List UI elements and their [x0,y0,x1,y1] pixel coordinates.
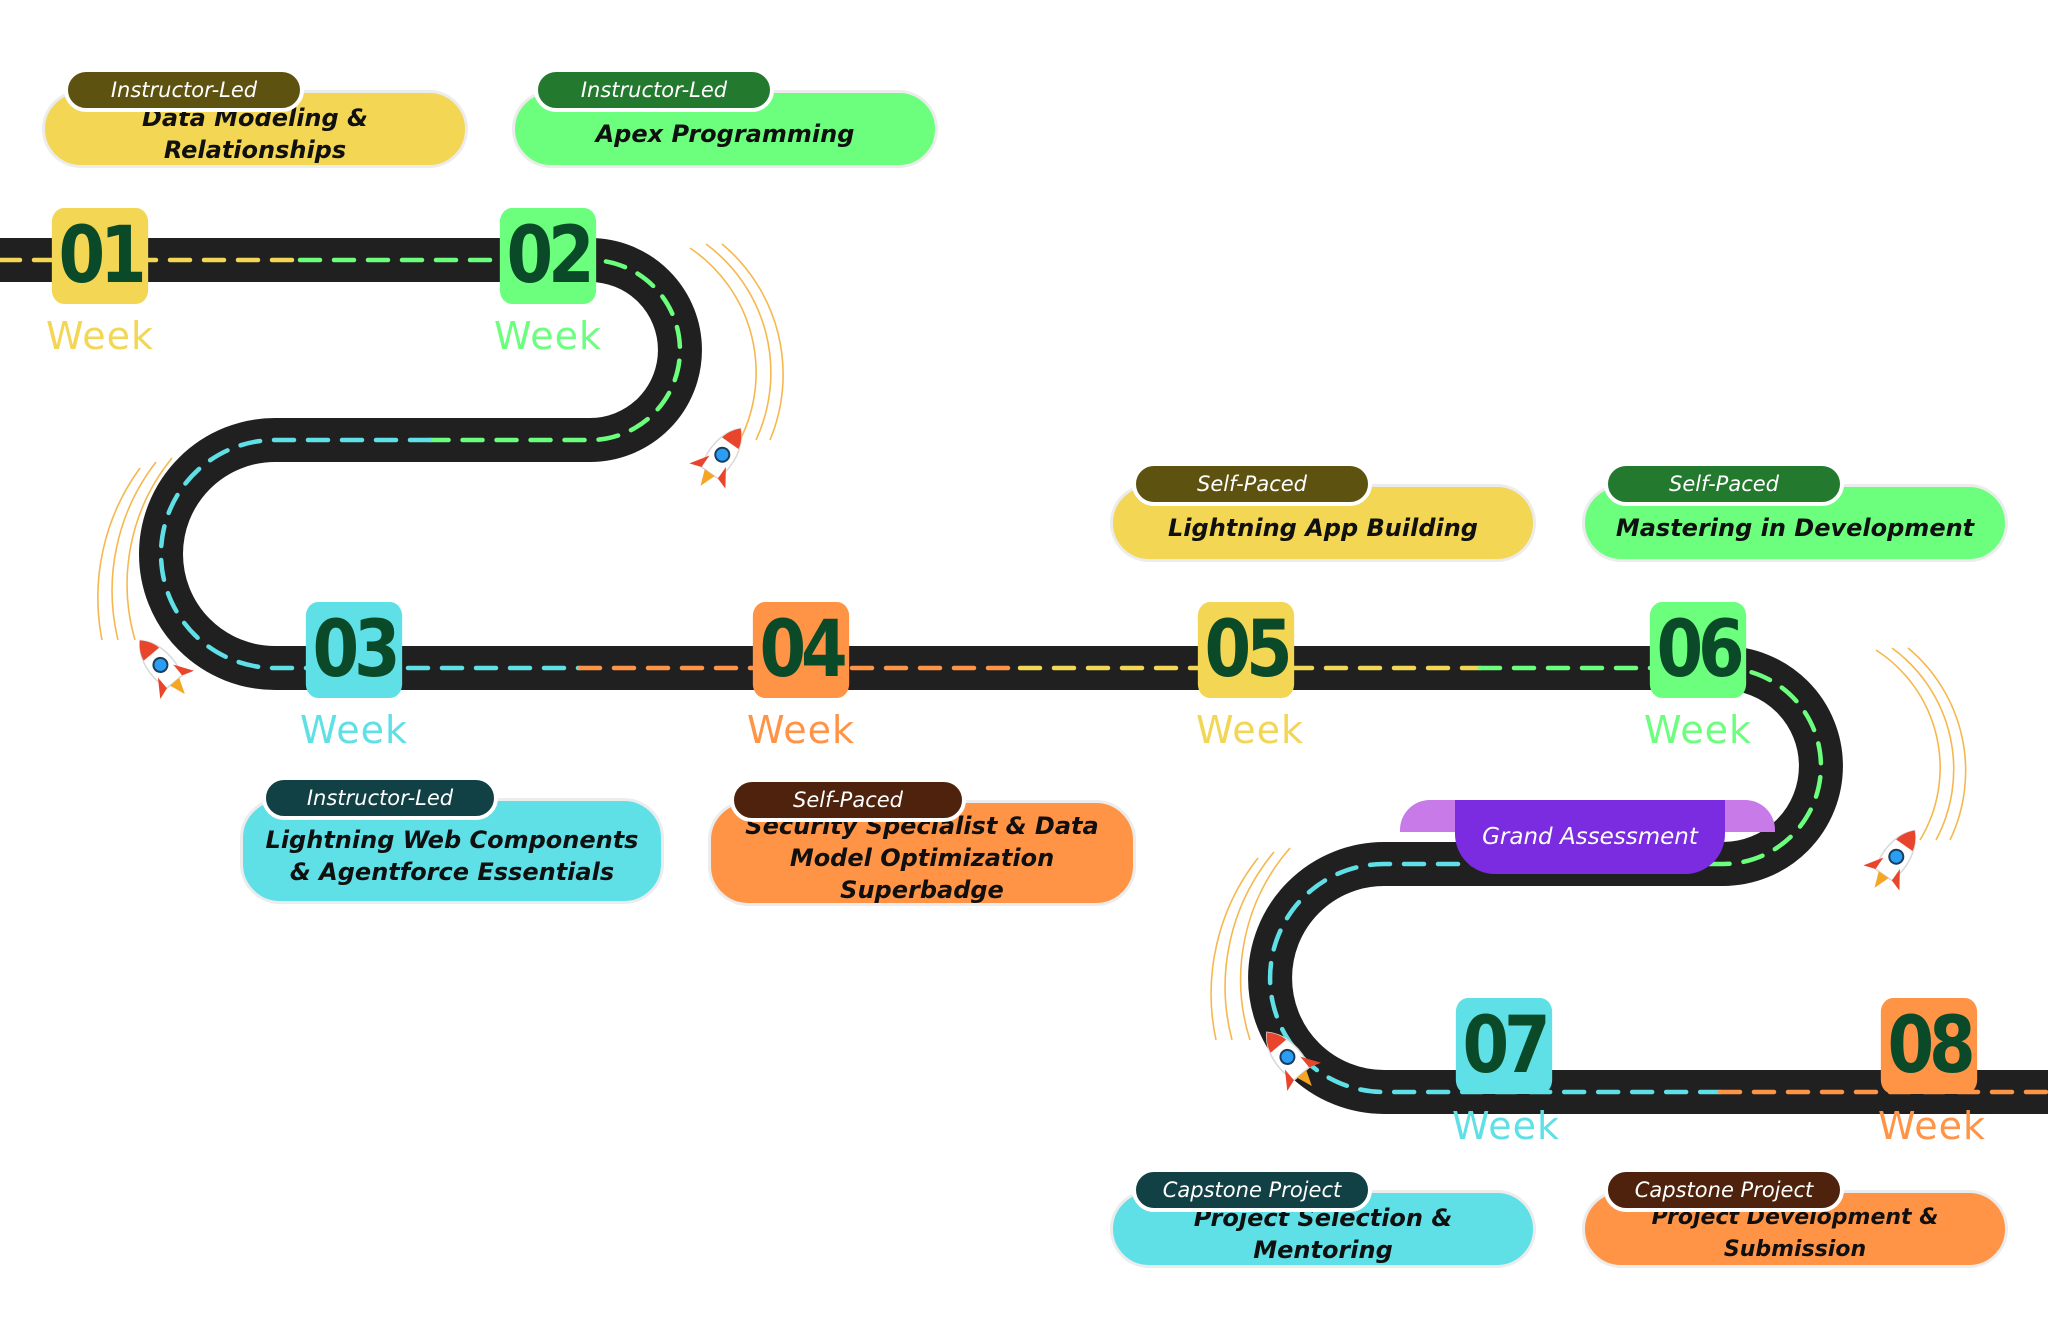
week-number-02: 02 [499,208,597,304]
module-card-06: Mastering in Development Self-Paced [1582,462,2008,562]
week-label-08: Week [1877,1104,1987,1148]
module-card-03: Lightning Web Components & Agentforce Es… [240,776,664,904]
module-tag: Self-Paced [730,778,966,822]
module-tag: Self-Paced [1604,462,1844,506]
week-label-05: Week [1195,708,1305,752]
week-label-03: Week [299,708,409,752]
module-card-04: Security Specialist & Data Model Optimiz… [708,778,1136,906]
rocket-icon [1266,1031,1321,1091]
road-dash-2 [297,257,683,443]
week-number-03: 03 [305,602,403,698]
week-label-04: Week [746,708,856,752]
module-tag: Instructor-Led [64,68,304,112]
week-number-01: 01 [51,208,149,304]
rocket-icon [1863,829,1917,891]
week-number-04: 04 [752,602,850,698]
week-label-01: Week [45,314,155,358]
module-tag: Capstone Project [1132,1168,1372,1212]
week-label-06: Week [1643,708,1753,752]
module-card-08: Project Development & Submission Capston… [1582,1168,2008,1268]
rocket-icon [139,639,194,699]
module-card-01: Data Modeling & Relationships Instructor… [42,68,468,168]
week-number-06: 06 [1649,602,1747,698]
module-card-02: Apex Programming Instructor-Led [512,68,938,168]
grand-assessment-banner: Grand Assessment [1455,800,1725,874]
rocket-icon [689,427,743,489]
motion-arcs [97,243,1967,1041]
week-number-08: 08 [1880,998,1978,1094]
road-dash-7 [1267,861,1723,1095]
road-dash-3 [158,437,583,671]
module-card-07: Project Selection & Mentoring Capstone P… [1110,1168,1536,1268]
week-label-02: Week [493,314,603,358]
module-tag: Capstone Project [1604,1168,1844,1212]
week-number-05: 05 [1197,602,1295,698]
week-number-07: 07 [1455,998,1553,1094]
module-tag: Self-Paced [1132,462,1372,506]
road-dash-6 [1477,665,1824,867]
module-tag: Instructor-Led [262,776,498,820]
module-tag: Instructor-Led [534,68,774,112]
week-label-07: Week [1451,1104,1561,1148]
module-card-05: Lightning App Building Self-Paced [1110,462,1536,562]
